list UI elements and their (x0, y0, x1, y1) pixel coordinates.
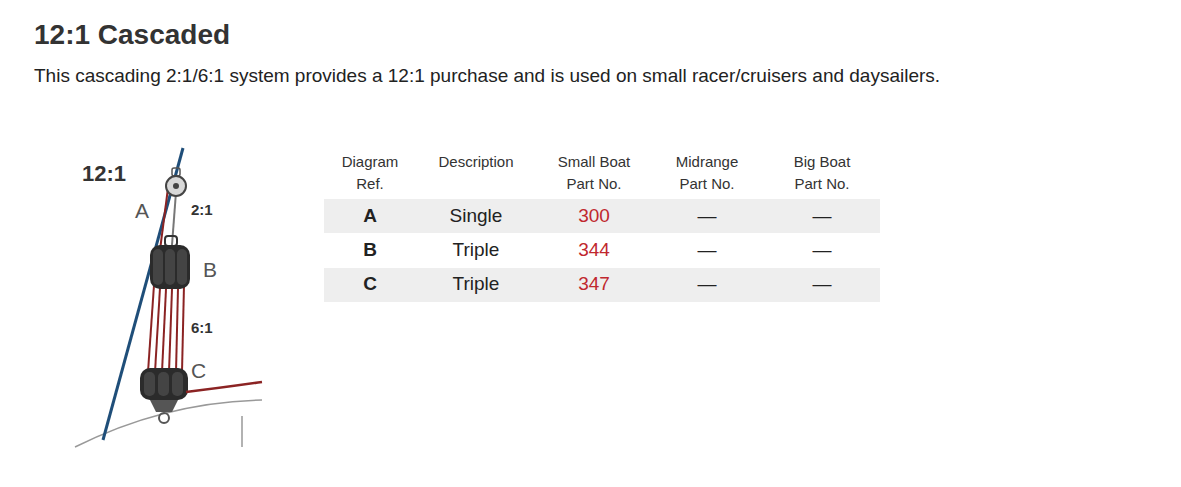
caption: This cascading 2:1/6:1 system provides a… (34, 65, 940, 87)
table-header: Big Boat Part No. (781, 151, 863, 195)
table-cell: A (315, 204, 425, 228)
table-cell: — (652, 272, 762, 296)
table-cell: — (767, 238, 877, 262)
table-header: Description (426, 151, 526, 173)
ratio-label: 6:1 (191, 319, 213, 336)
ratio-label: 12:1 (82, 161, 126, 187)
callout-letter: A (135, 199, 149, 223)
callout-letter: B (203, 258, 217, 282)
heading: 12:1 Cascaded (34, 19, 230, 51)
table-cell: — (767, 204, 877, 228)
table-cell: — (652, 238, 762, 262)
table-cell: 344 (539, 238, 649, 262)
block-c (140, 368, 188, 423)
deck-post (241, 416, 243, 447)
table-cell: C (315, 272, 425, 296)
table-row-band (324, 199, 880, 233)
table-cell: — (652, 204, 762, 228)
table-cell: Single (421, 204, 531, 228)
table-row-band (324, 268, 880, 302)
red-ropes (148, 285, 184, 372)
table-cell: 300 (539, 204, 649, 228)
table-cell: Triple (421, 272, 531, 296)
table-cell: Triple (421, 238, 531, 262)
block-b (150, 236, 190, 289)
block-a (166, 168, 186, 196)
ratio-label: 2:1 (191, 201, 213, 218)
table-header: Small Boat Part No. (548, 151, 640, 195)
table-header: Diagram Ref. (334, 151, 406, 195)
table-cell: — (767, 272, 877, 296)
tail-rope (186, 382, 262, 392)
callout-letter: C (191, 359, 206, 383)
table-header: Midrange Part No. (666, 151, 748, 195)
table-cell: B (315, 238, 425, 262)
table-cell: 347 (539, 272, 649, 296)
